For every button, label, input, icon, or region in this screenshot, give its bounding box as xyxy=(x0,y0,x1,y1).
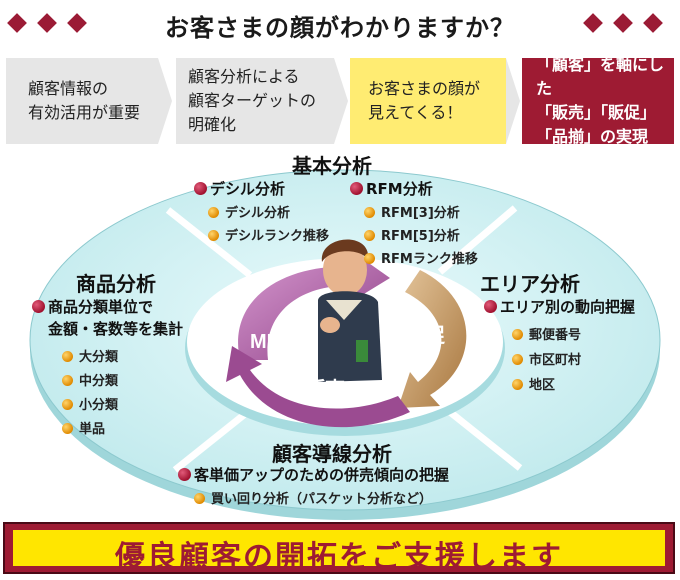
rfm-label: RFM分析 xyxy=(366,180,433,198)
cycle-md-label: MD xyxy=(250,331,281,353)
step-3-text: お客さまの顔が 見えてくる！ xyxy=(368,77,480,125)
bullet-icon xyxy=(512,329,523,340)
list-item: RFM[3]分析 xyxy=(381,206,460,221)
step-1: 顧客情報の 有効活用が重要 xyxy=(6,58,158,144)
diamond-icon xyxy=(613,13,633,33)
cycle-hanbai-label: 販売 xyxy=(305,377,345,401)
list-item: デシルランク推移 xyxy=(225,229,329,244)
step-4: 「顧客」を軸にした 「販売」「販促」 「品揃」の実現 xyxy=(522,58,674,144)
kihon-title: 基本分析 xyxy=(292,150,372,179)
bullet-icon xyxy=(62,351,73,362)
list-item: デシル分析 xyxy=(225,206,290,221)
list-item: 地区 xyxy=(529,378,555,393)
shohin-label: 商品分類単位で 金額・客数等を集計 xyxy=(48,296,183,340)
bullet-icon xyxy=(194,493,205,504)
list-item: 買い回り分析（パスケット分析など） xyxy=(211,492,432,507)
diamond-icon xyxy=(67,13,87,33)
step-4-text: 「顧客」を軸にした 「販売」「販促」 「品揃」の実現 xyxy=(536,53,674,149)
step-2-text: 顧客分析による 顧客ターゲットの 明確化 xyxy=(188,65,316,137)
kihon-group-decile: デシル分析 デシル分析 デシルランク推移 xyxy=(194,178,329,244)
bullet-icon xyxy=(178,468,191,481)
step-arrow-icon xyxy=(158,58,172,144)
kokyaku-title: 顧客導線分析 xyxy=(272,438,392,467)
bullet-icon xyxy=(350,182,363,195)
page-title: お客さまの顔がわかりますか？ xyxy=(130,8,550,43)
bullet-icon xyxy=(364,253,375,264)
footer-banner: 優良顧客の開拓をご支援します xyxy=(3,522,675,574)
bullet-icon xyxy=(512,354,523,365)
shohin-title: 商品分析 xyxy=(76,268,156,297)
bullet-icon xyxy=(62,399,73,410)
step-arrow-icon xyxy=(334,58,348,144)
list-item: RFMランク推移 xyxy=(381,252,478,267)
step-3: お客さまの顔が 見えてくる！ xyxy=(350,58,506,144)
bullet-icon xyxy=(364,207,375,218)
decile-label: デシル分析 xyxy=(210,180,285,198)
area-title: エリア分析 xyxy=(480,268,580,297)
bullet-icon xyxy=(208,230,219,241)
bullet-icon xyxy=(512,379,523,390)
shohin-group: 商品分類単位で 金額・客数等を集計 大分類 中分類 小分類 単品 xyxy=(32,296,183,437)
list-item: 市区町村 xyxy=(529,353,581,368)
footer-banner-inner: 優良顧客の開拓をご支援します xyxy=(13,530,665,566)
diamond-icon xyxy=(643,13,663,33)
list-item: 郵便番号 xyxy=(529,328,581,343)
bullet-icon xyxy=(32,300,45,313)
step-arrow-icon xyxy=(506,58,520,144)
bullet-icon xyxy=(208,207,219,218)
list-item: 中分類 xyxy=(79,374,118,389)
bullet-icon xyxy=(194,182,207,195)
bullet-icon xyxy=(364,230,375,241)
bullet-icon xyxy=(62,423,73,434)
kokyaku-label: 客単価アップのための併売傾向の把握 xyxy=(194,466,449,484)
list-item: 大分類 xyxy=(79,350,118,365)
bullet-icon xyxy=(62,375,73,386)
area-group: エリア別の動向把握 郵便番号 市区町村 地区 xyxy=(484,296,635,393)
footer-text: 優良顧客の開拓をご支援します xyxy=(13,532,665,576)
step-1-text: 顧客情報の 有効活用が重要 xyxy=(28,77,140,125)
diamond-icon xyxy=(7,13,27,33)
list-item: 小分類 xyxy=(79,398,118,413)
area-label: エリア別の動向把握 xyxy=(500,298,635,316)
list-item: RFM[5]分析 xyxy=(381,229,460,244)
kokyaku-group: 客単価アップのための併売傾向の把握 買い回り分析（パスケット分析など） xyxy=(178,464,449,507)
cycle-hansoku-label: 販促 xyxy=(405,323,446,347)
step-2: 顧客分析による 顧客ターゲットの 明確化 xyxy=(176,58,334,144)
header-bar: お客さまの顔がわかりますか？ xyxy=(0,0,680,46)
kihon-group-rfm: RFM分析 RFM[3]分析 RFM[5]分析 RFMランク推移 xyxy=(350,178,478,267)
diamond-icon xyxy=(583,13,603,33)
diamond-icon xyxy=(37,13,57,33)
list-item: 単品 xyxy=(79,422,105,437)
bullet-icon xyxy=(484,300,497,313)
